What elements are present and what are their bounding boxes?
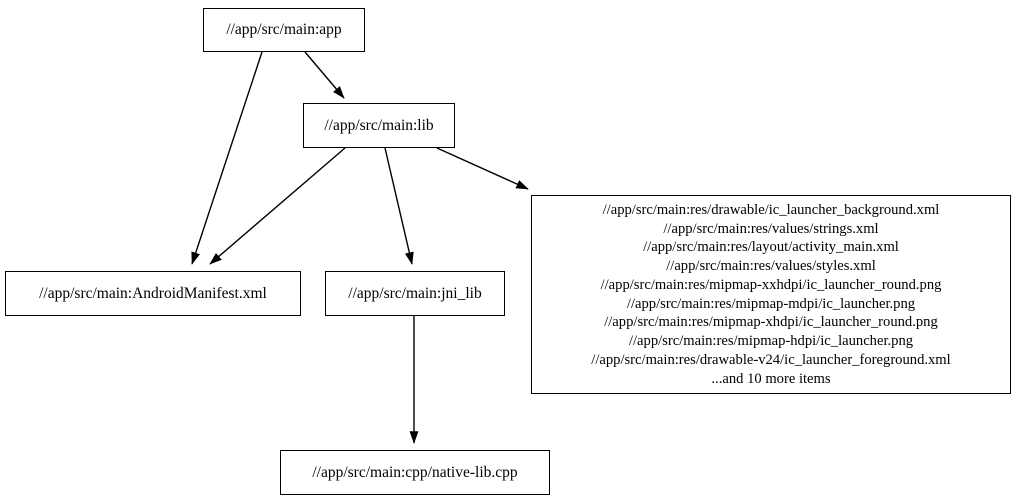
- node-app[interactable]: //app/src/main:app: [203, 8, 365, 52]
- node-android-manifest-label: //app/src/main:AndroidManifest.xml: [39, 284, 267, 302]
- edge-lib-to-manifest: [209, 147, 346, 265]
- node-resources-cluster-label: //app/src/main:res/drawable/ic_launcher_…: [591, 201, 951, 387]
- edge-app-to-manifest: [191, 51, 263, 265]
- edge-lib-to-resources: [436, 147, 529, 190]
- edge-lib-to-jni-lib: [384, 147, 414, 265]
- node-jni-lib[interactable]: //app/src/main:jni_lib: [325, 271, 505, 316]
- node-app-label: //app/src/main:app: [226, 21, 342, 39]
- node-resources-cluster[interactable]: //app/src/main:res/drawable/ic_launcher_…: [531, 195, 1011, 394]
- node-native-lib-cpp[interactable]: //app/src/main:cpp/native-lib.cpp: [280, 450, 550, 495]
- node-native-lib-cpp-label: //app/src/main:cpp/native-lib.cpp: [312, 463, 518, 481]
- node-lib-label: //app/src/main:lib: [324, 116, 434, 134]
- edge-app-to-lib: [304, 51, 345, 99]
- node-jni-lib-label: //app/src/main:jni_lib: [348, 284, 482, 302]
- node-android-manifest[interactable]: //app/src/main:AndroidManifest.xml: [5, 271, 301, 316]
- node-lib[interactable]: //app/src/main:lib: [303, 103, 455, 148]
